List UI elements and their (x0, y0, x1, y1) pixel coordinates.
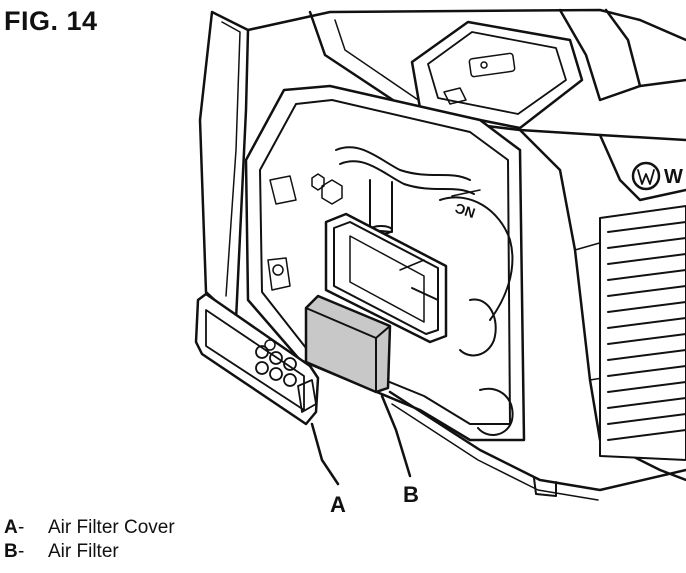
air-filter-cover (194, 292, 320, 426)
air-filter-housing (324, 212, 448, 344)
legend-key: A (4, 517, 18, 538)
legend-item: B - Air Filter (4, 541, 175, 565)
housing-base (388, 390, 686, 501)
legend-label: Air Filter Cover (48, 517, 175, 538)
legend-item: A - Air Filter Cover (4, 517, 175, 541)
brand-badge-text: W (664, 166, 683, 188)
figure-title: FIG. 14 (4, 6, 98, 36)
svg-text:ƆN: ƆN (453, 200, 477, 221)
leader-line-b (380, 394, 412, 478)
callout-b: B (403, 482, 419, 507)
leader-line-a (310, 422, 340, 486)
legend-separator: - (18, 517, 25, 538)
parts-legend: A - Air Filter Cover B - Air Filter (4, 517, 175, 565)
legend-separator: - (18, 541, 25, 562)
housing-left-panel (198, 10, 250, 322)
legend-key: B (4, 541, 18, 562)
leader-lines (310, 394, 412, 486)
vent-grille (599, 205, 686, 461)
legend-label: Air Filter (48, 541, 119, 562)
carry-handle (558, 8, 686, 102)
callout-a: A (330, 492, 346, 517)
brand-badge: W (631, 161, 683, 191)
